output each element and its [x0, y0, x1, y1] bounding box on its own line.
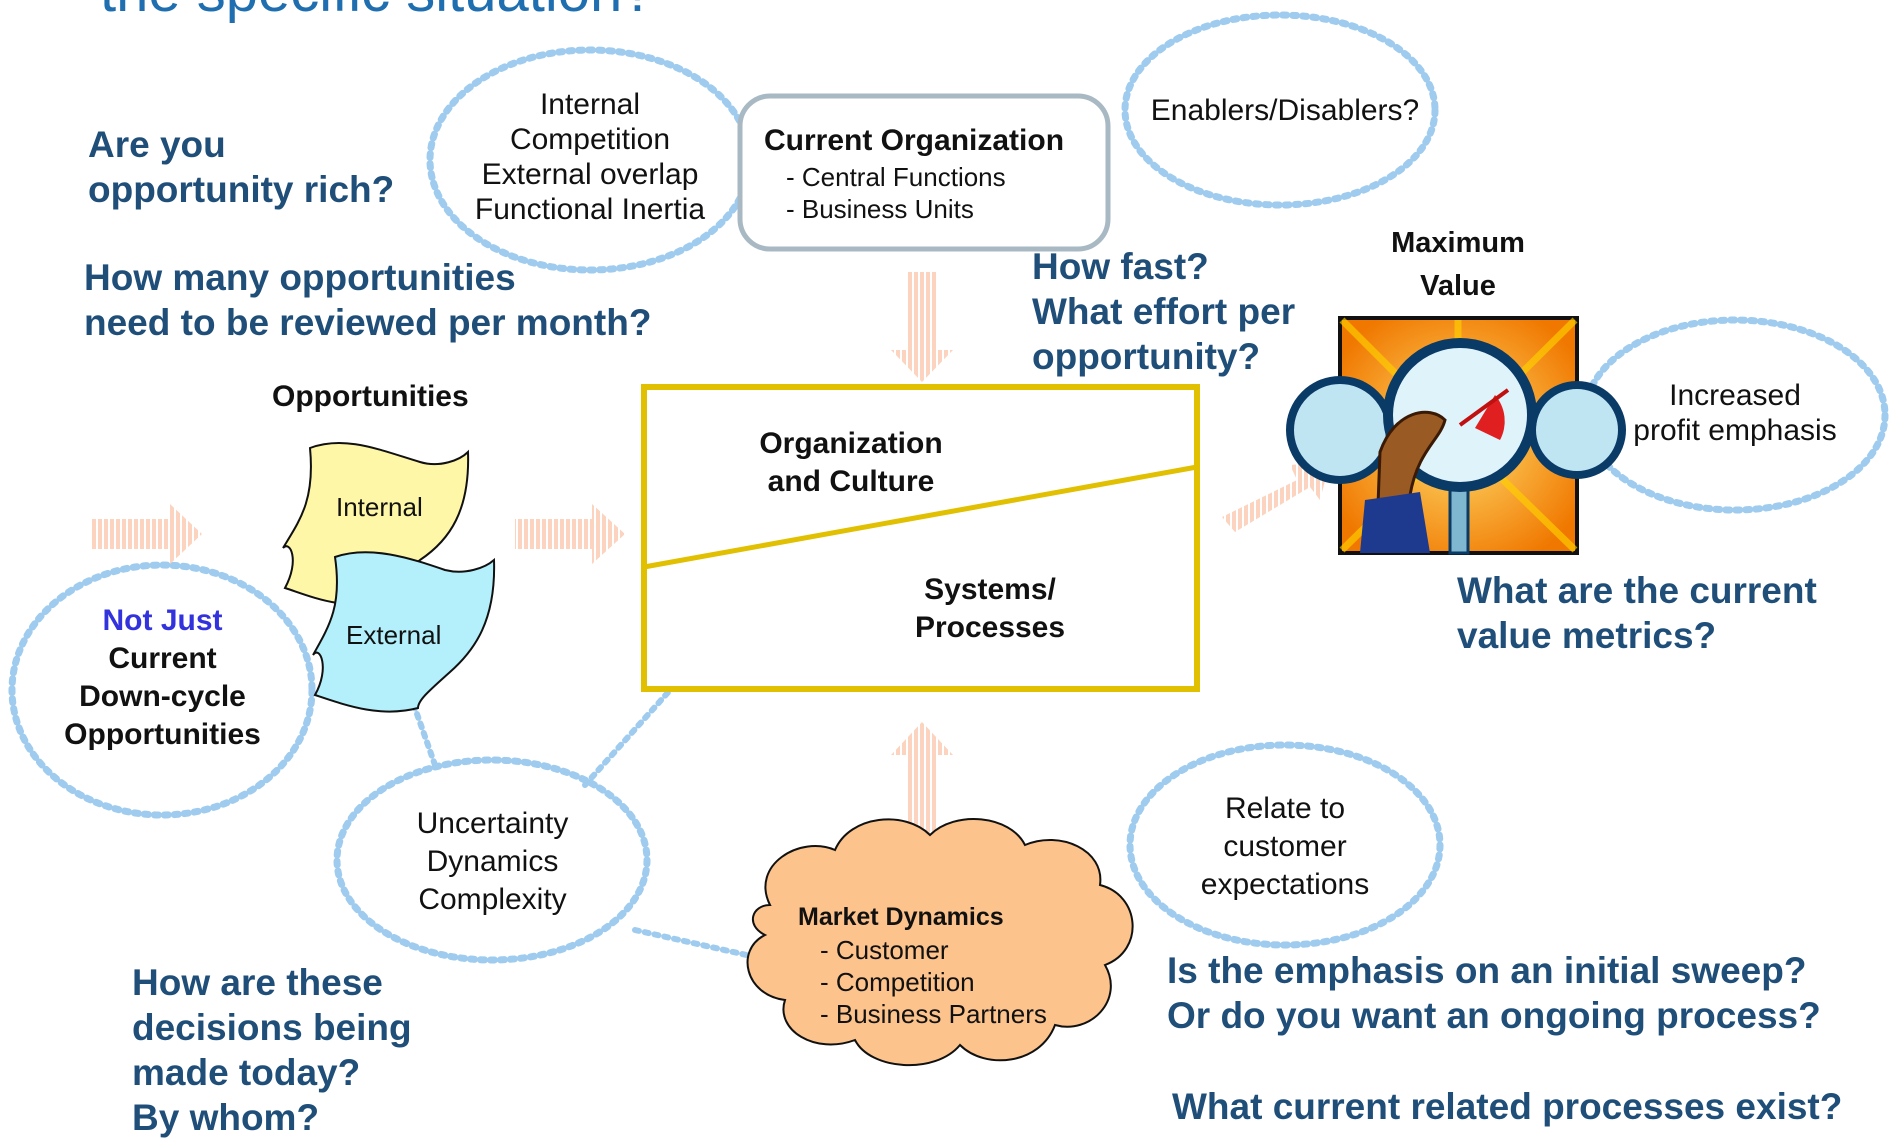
question-line: made today?	[132, 1052, 361, 1093]
uncertainty-bubble	[333, 756, 651, 964]
bubble-line: Relate to	[1224, 792, 1346, 825]
center-line: and Culture	[767, 465, 935, 498]
opportunities-to-center-arrow	[515, 504, 625, 564]
market-cloud	[746, 818, 1134, 1066]
question-line: Are you	[88, 124, 226, 165]
enablers-bubble	[1121, 11, 1439, 209]
uncertainty-bubble-text: Uncertainty Dynamics Complexity	[370, 805, 615, 919]
downcycle-bubble-text: Not Just Current Down-cycle Opportunitie…	[45, 602, 280, 754]
bubble-line: Current	[108, 642, 217, 675]
profit-bubble-text: Increased profit emphasis	[1610, 378, 1860, 448]
question-line: opportunity?	[1032, 336, 1261, 377]
question-line: Or do you want an ongoing process?	[1167, 995, 1821, 1036]
bubble-line: Dynamics	[426, 845, 559, 878]
external-shape	[312, 551, 496, 713]
question-line: What effort per	[1032, 291, 1296, 332]
question-line: value metrics?	[1457, 615, 1717, 656]
header-title: the specific situation?	[100, 0, 655, 22]
value-line: Value	[1420, 270, 1496, 302]
not-just-label: Not Just	[102, 604, 223, 637]
opportunities-heading: Opportunities	[272, 380, 469, 413]
center-box	[641, 384, 1200, 692]
current-organization-box	[737, 93, 1111, 252]
downcycle-bubble	[8, 561, 316, 819]
question-line: opportunity rich?	[88, 169, 395, 210]
internal-label: Internal	[336, 492, 423, 522]
current-organization-text: Current Organization - Central Functions…	[764, 121, 1064, 225]
question-processes-exist: What current related processes exist?	[1172, 1086, 1843, 1127]
bubble-line: Competition	[509, 123, 671, 156]
question-how-many: How many opportunities need to be review…	[84, 255, 651, 345]
center-line: Organization	[759, 427, 943, 460]
systems-processes-label: Systems/ Processes	[880, 571, 1100, 647]
bubble-line: Uncertainty	[416, 807, 569, 840]
organization-culture-label: Organization and Culture	[736, 425, 966, 501]
bubble-line: Complexity	[418, 883, 567, 916]
down-arrow-from-org	[891, 272, 953, 382]
question-emphasis: Is the emphasis on an initial sweep? Or …	[1167, 948, 1821, 1038]
external-label: External	[346, 620, 442, 650]
center-line: Systems/	[924, 573, 1056, 606]
question-line: What are the current	[1457, 570, 1817, 611]
center-box-divider	[643, 464, 1198, 570]
customer-bubble	[1126, 741, 1444, 949]
bubble-line: Down-cycle	[79, 680, 246, 713]
market-item: - Business Partners	[820, 999, 1047, 1029]
output-arrow	[1222, 462, 1330, 532]
question-line: How many opportunities	[84, 257, 516, 298]
uncertainty-to-market-connector	[632, 927, 763, 961]
maximum-value-label: Maximum Value	[1358, 222, 1558, 308]
enablers-bubble-text: Enablers/Disablers?	[1150, 94, 1420, 127]
question-value-metrics: What are the current value metrics?	[1457, 568, 1817, 658]
customer-bubble-text: Relate to customer expectations	[1160, 790, 1410, 904]
bubble-line: expectations	[1200, 868, 1370, 901]
question-line: How fast?	[1032, 246, 1209, 287]
current-organization-item: - Business Units	[786, 194, 974, 224]
bubble-line: Increased	[1669, 379, 1801, 412]
competition-bubble-text: Internal Competition External overlap Fu…	[460, 87, 720, 227]
current-organization-item: - Central Functions	[786, 162, 1006, 192]
bubble-line: customer	[1223, 830, 1347, 863]
market-item: - Customer	[820, 935, 949, 965]
up-arrow-from-market	[891, 722, 953, 833]
bubble-line: Internal	[539, 88, 641, 121]
bubble-line: Opportunities	[64, 718, 261, 751]
market-item: - Competition	[820, 967, 975, 997]
market-title: Market Dynamics	[798, 903, 1004, 931]
question-line: Is the emphasis on an initial sweep?	[1167, 950, 1807, 991]
question-line: need to be reviewed per month?	[84, 302, 652, 343]
bubble-line: profit emphasis	[1633, 414, 1837, 447]
input-arrow	[92, 504, 202, 564]
question-how-fast: How fast? What effort per opportunity?	[1032, 244, 1295, 379]
current-organization-title: Current Organization	[764, 124, 1065, 157]
bubble-line: External overlap	[481, 158, 699, 191]
market-dynamics-text: Market Dynamics - Customer - Competition…	[798, 900, 1047, 1030]
value-line: Maximum	[1391, 227, 1525, 259]
gauge-illustration	[1286, 316, 1626, 555]
question-line: How are these	[132, 962, 383, 1003]
bubble-line: Functional Inertia	[474, 193, 706, 226]
center-line: Processes	[914, 611, 1066, 644]
question-opportunity-rich: Are you opportunity rich?	[88, 122, 394, 212]
question-line: By whom?	[132, 1097, 320, 1138]
question-line: decisions being	[132, 1007, 412, 1048]
question-decisions: How are these decisions being made today…	[132, 960, 412, 1140]
